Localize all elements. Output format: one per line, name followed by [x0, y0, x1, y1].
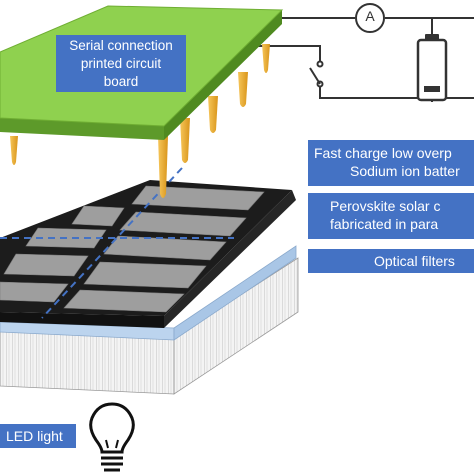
pcb-pin [238, 72, 248, 107]
cell-pad [0, 281, 69, 303]
lightbulb-icon [89, 402, 135, 472]
switch-icon [309, 60, 324, 88]
perovskite-label-line: Perovskite solar c [330, 198, 441, 214]
cell-pad [119, 211, 247, 237]
battery-icon [416, 34, 448, 102]
substrate-front [0, 312, 164, 328]
pcb-right-edge [164, 10, 282, 140]
pcb-pin [158, 136, 168, 198]
pcb-pin [262, 44, 270, 73]
led-light-label: LED light [0, 424, 76, 448]
pcb-label: Serial connection printed circuit board [56, 35, 186, 92]
battery-label-line: Fast charge low overp [314, 145, 452, 161]
battery-label-line: Sodium ion batter [350, 163, 460, 179]
wire-pcb-out [246, 45, 321, 62]
battery-label: Fast charge low overp Sodium ion batter [308, 140, 474, 186]
substrate-right [164, 190, 296, 328]
pcb-pins [10, 44, 270, 198]
ammeter-label: A [365, 8, 375, 24]
blue-filter-right [173, 245, 297, 341]
pcb-pin [208, 96, 218, 133]
solar-module-stack [0, 167, 299, 395]
cell-pad [3, 253, 89, 277]
cell-pad [71, 205, 125, 227]
ammeter-icon [355, 3, 385, 33]
filter-front-face [0, 329, 175, 395]
pcb-front-edge [0, 118, 164, 140]
pcb-pin [10, 136, 18, 165]
perovskite-label-line: fabricated in para [330, 216, 439, 232]
wire-switch-lower [319, 84, 474, 99]
pcb-pin [180, 118, 190, 163]
cell-pad [63, 289, 185, 313]
pcb-label-line: printed circuit [80, 56, 162, 71]
cell-pad [83, 261, 207, 289]
perovskite-label: Perovskite solar c fabricated in para [308, 193, 474, 239]
dashed-guides [0, 167, 234, 319]
pcb-label-line: Serial connection [69, 38, 173, 53]
optical-filters-label: Optical filters [308, 249, 474, 273]
pcb-label-line: board [103, 74, 139, 89]
